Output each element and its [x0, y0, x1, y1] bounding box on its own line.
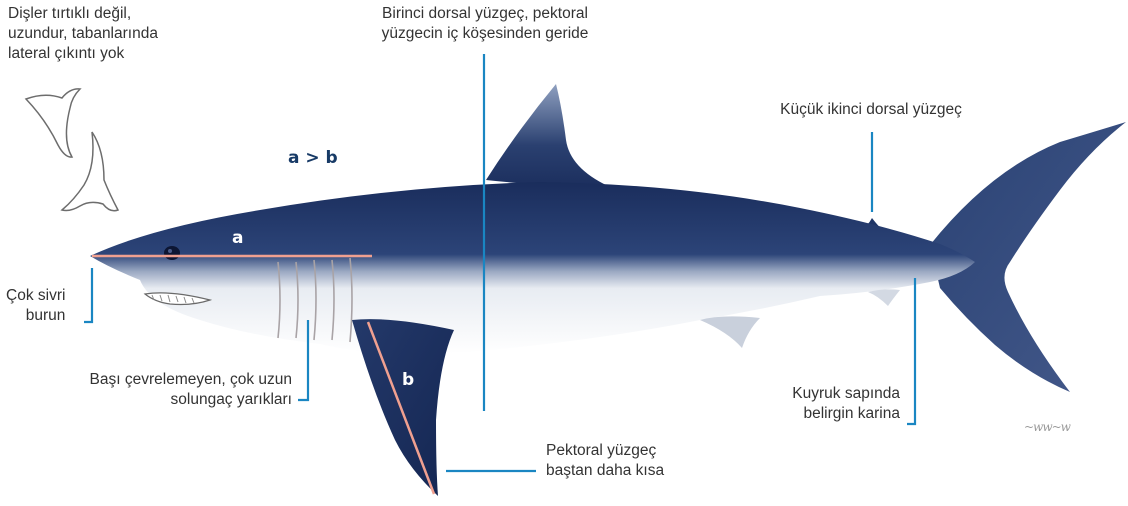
second-dorsal-label-line-1: Küçük ikinci dorsal yüzgeç [740, 100, 1002, 120]
first-dorsal-label-line-2: yüzgecin iç köşesinden geride [330, 24, 640, 44]
anal-fin [868, 289, 900, 306]
second-dorsal-label: Küçük ikinci dorsal yüzgeç [740, 100, 1002, 120]
eye [164, 246, 180, 260]
pectoral-fin [352, 319, 454, 496]
keel-label: Kuyruk sapında belirgin karina [730, 384, 900, 424]
pectoral-label-line-1: Pektoral yüzgeç [546, 441, 664, 461]
artist-signature: ~ww~w [1024, 420, 1070, 434]
keel-label-line-1: Kuyruk sapında [730, 384, 900, 404]
shark-body [90, 182, 975, 354]
teeth-label: Dişler tırtıklı değil, uzundur, tabanlar… [8, 4, 158, 64]
tooth-lower [62, 132, 118, 211]
gills-label-line-2: solungaç yarıkları [30, 390, 292, 410]
comparison-label: a > b [288, 148, 338, 168]
tooth-upper [26, 89, 80, 157]
first-dorsal-label-line-1: Birinci dorsal yüzgeç, pektoral [330, 4, 640, 24]
first-dorsal-label: Birinci dorsal yüzgeç, pektoral yüzgecin… [330, 4, 640, 44]
snout-label-line-2: burun [6, 306, 65, 326]
snout-label: Çok sivri burun [6, 286, 65, 326]
measure-b-label: b [402, 370, 414, 390]
gills-label: Başı çevrelemeyen, çok uzun solungaç yar… [30, 370, 292, 410]
pectoral-label-line-2: baştan daha kısa [546, 461, 664, 481]
gills-label-line-1: Başı çevrelemeyen, çok uzun [30, 370, 292, 390]
pectoral-label: Pektoral yüzgeç baştan daha kısa [546, 441, 664, 481]
pelvic-fin [700, 316, 760, 348]
leader-snout [84, 268, 92, 322]
leader-keel [907, 278, 915, 424]
keel-label-line-2: belirgin karina [730, 404, 900, 424]
snout-label-line-1: Çok sivri [6, 286, 65, 306]
teeth-label-line-1: Dişler tırtıklı değil, [8, 4, 158, 24]
first-dorsal-fin [486, 84, 608, 186]
teeth-label-line-2: uzundur, tabanlarında [8, 24, 158, 44]
measure-a-label: a [232, 228, 243, 248]
teeth-label-line-3: lateral çıkıntı yok [8, 44, 158, 64]
